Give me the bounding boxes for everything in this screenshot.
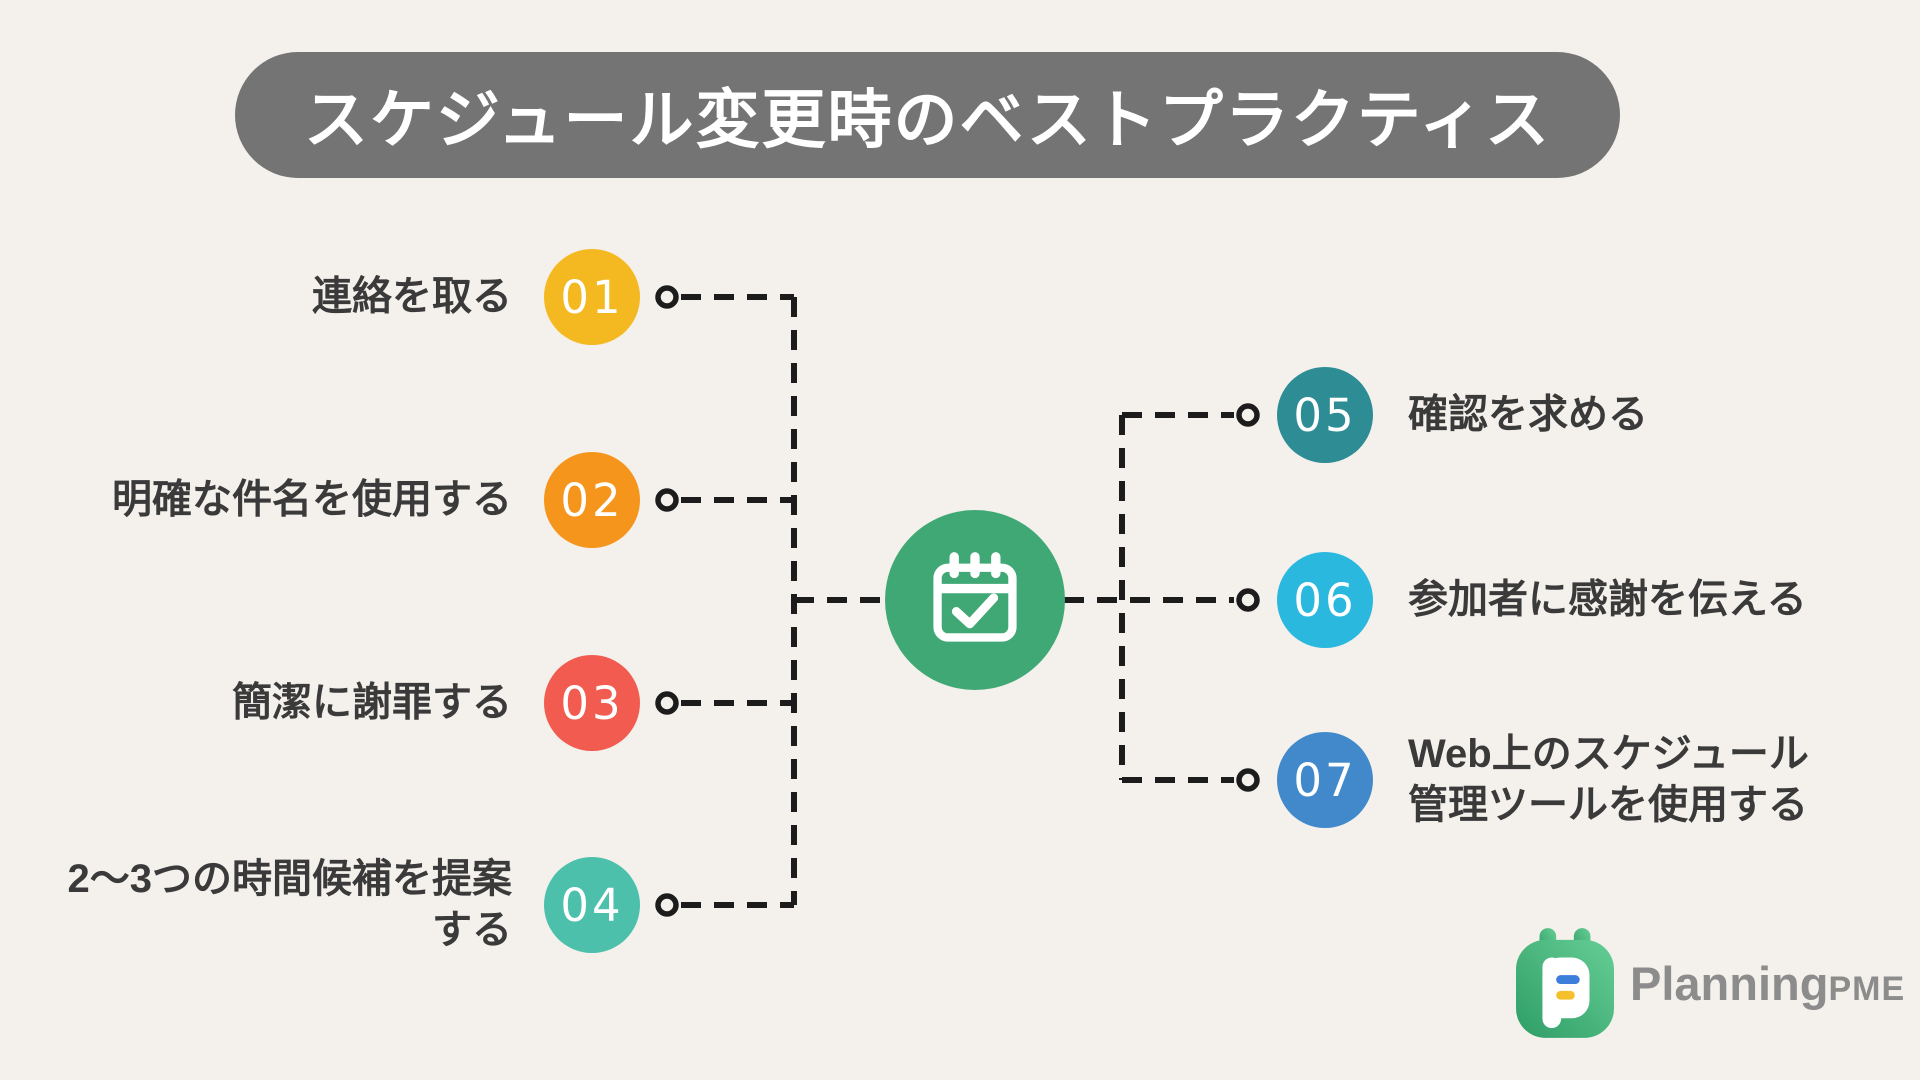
- logo-brand: Planning: [1630, 956, 1829, 1010]
- ring-dot-06: [1236, 588, 1260, 612]
- ring-dot-07: [1236, 768, 1260, 792]
- planningpme-logo-icon: [1516, 928, 1614, 1038]
- step-circle-04: 04: [544, 857, 640, 953]
- step-number-03: 03: [560, 676, 624, 730]
- step-number-06: 06: [1293, 573, 1357, 627]
- label-06: 参加者に感謝を伝える: [1408, 574, 1908, 625]
- label-04-text-line2: する: [432, 908, 512, 952]
- step-number-05: 05: [1293, 388, 1357, 442]
- label-04: 2〜3つの時間候補を提案 する: [50, 854, 513, 956]
- label-04-text-line1: 2〜3つの時間候補を提案: [67, 856, 513, 901]
- step-number-07: 07: [1293, 753, 1357, 807]
- step-circle-03: 03: [544, 655, 640, 751]
- ring-dot-04: [655, 893, 679, 917]
- step-circle-01: 01: [544, 249, 640, 345]
- calendar-check-icon: [933, 552, 1017, 642]
- central-hub: [885, 510, 1065, 690]
- title-banner: スケジュール変更時のベストプラクティス: [235, 52, 1620, 178]
- step-circle-07: 07: [1277, 732, 1373, 828]
- label-07-text-line1: Web上のスケジュール: [1408, 731, 1809, 776]
- label-03: 簡潔に謝罪する: [50, 677, 512, 728]
- label-02: 明確な件名を使用する: [50, 474, 512, 525]
- step-circle-05: 05: [1277, 367, 1373, 463]
- ring-dot-05: [1236, 403, 1260, 427]
- step-circle-06: 06: [1277, 552, 1373, 648]
- label-06-text: 参加者に感謝を伝える: [1408, 577, 1807, 622]
- step-number-04: 04: [560, 878, 624, 932]
- label-02-text: 明確な件名を使用する: [112, 477, 512, 522]
- label-07-text-line2: 管理ツールを使用する: [1408, 783, 1808, 827]
- label-07: Web上のスケジュール 管理ツールを使用する: [1408, 729, 1908, 831]
- step-number-02: 02: [560, 473, 624, 527]
- ring-dot-03: [655, 691, 679, 715]
- step-circle-02: 02: [544, 452, 640, 548]
- label-03-text: 簡潔に謝罪する: [232, 680, 512, 725]
- label-05-text: 確認を求める: [1408, 392, 1648, 437]
- ring-dot-02: [655, 488, 679, 512]
- label-01: 連絡を取る: [50, 271, 512, 322]
- step-number-01: 01: [560, 270, 624, 324]
- logo-suffix: PME: [1828, 969, 1906, 1008]
- page-title: スケジュール変更時のベストプラクティス: [304, 84, 1551, 156]
- label-01-text: 連絡を取る: [312, 274, 512, 319]
- label-05: 確認を求める: [1408, 389, 1908, 440]
- ring-dot-01: [655, 285, 679, 309]
